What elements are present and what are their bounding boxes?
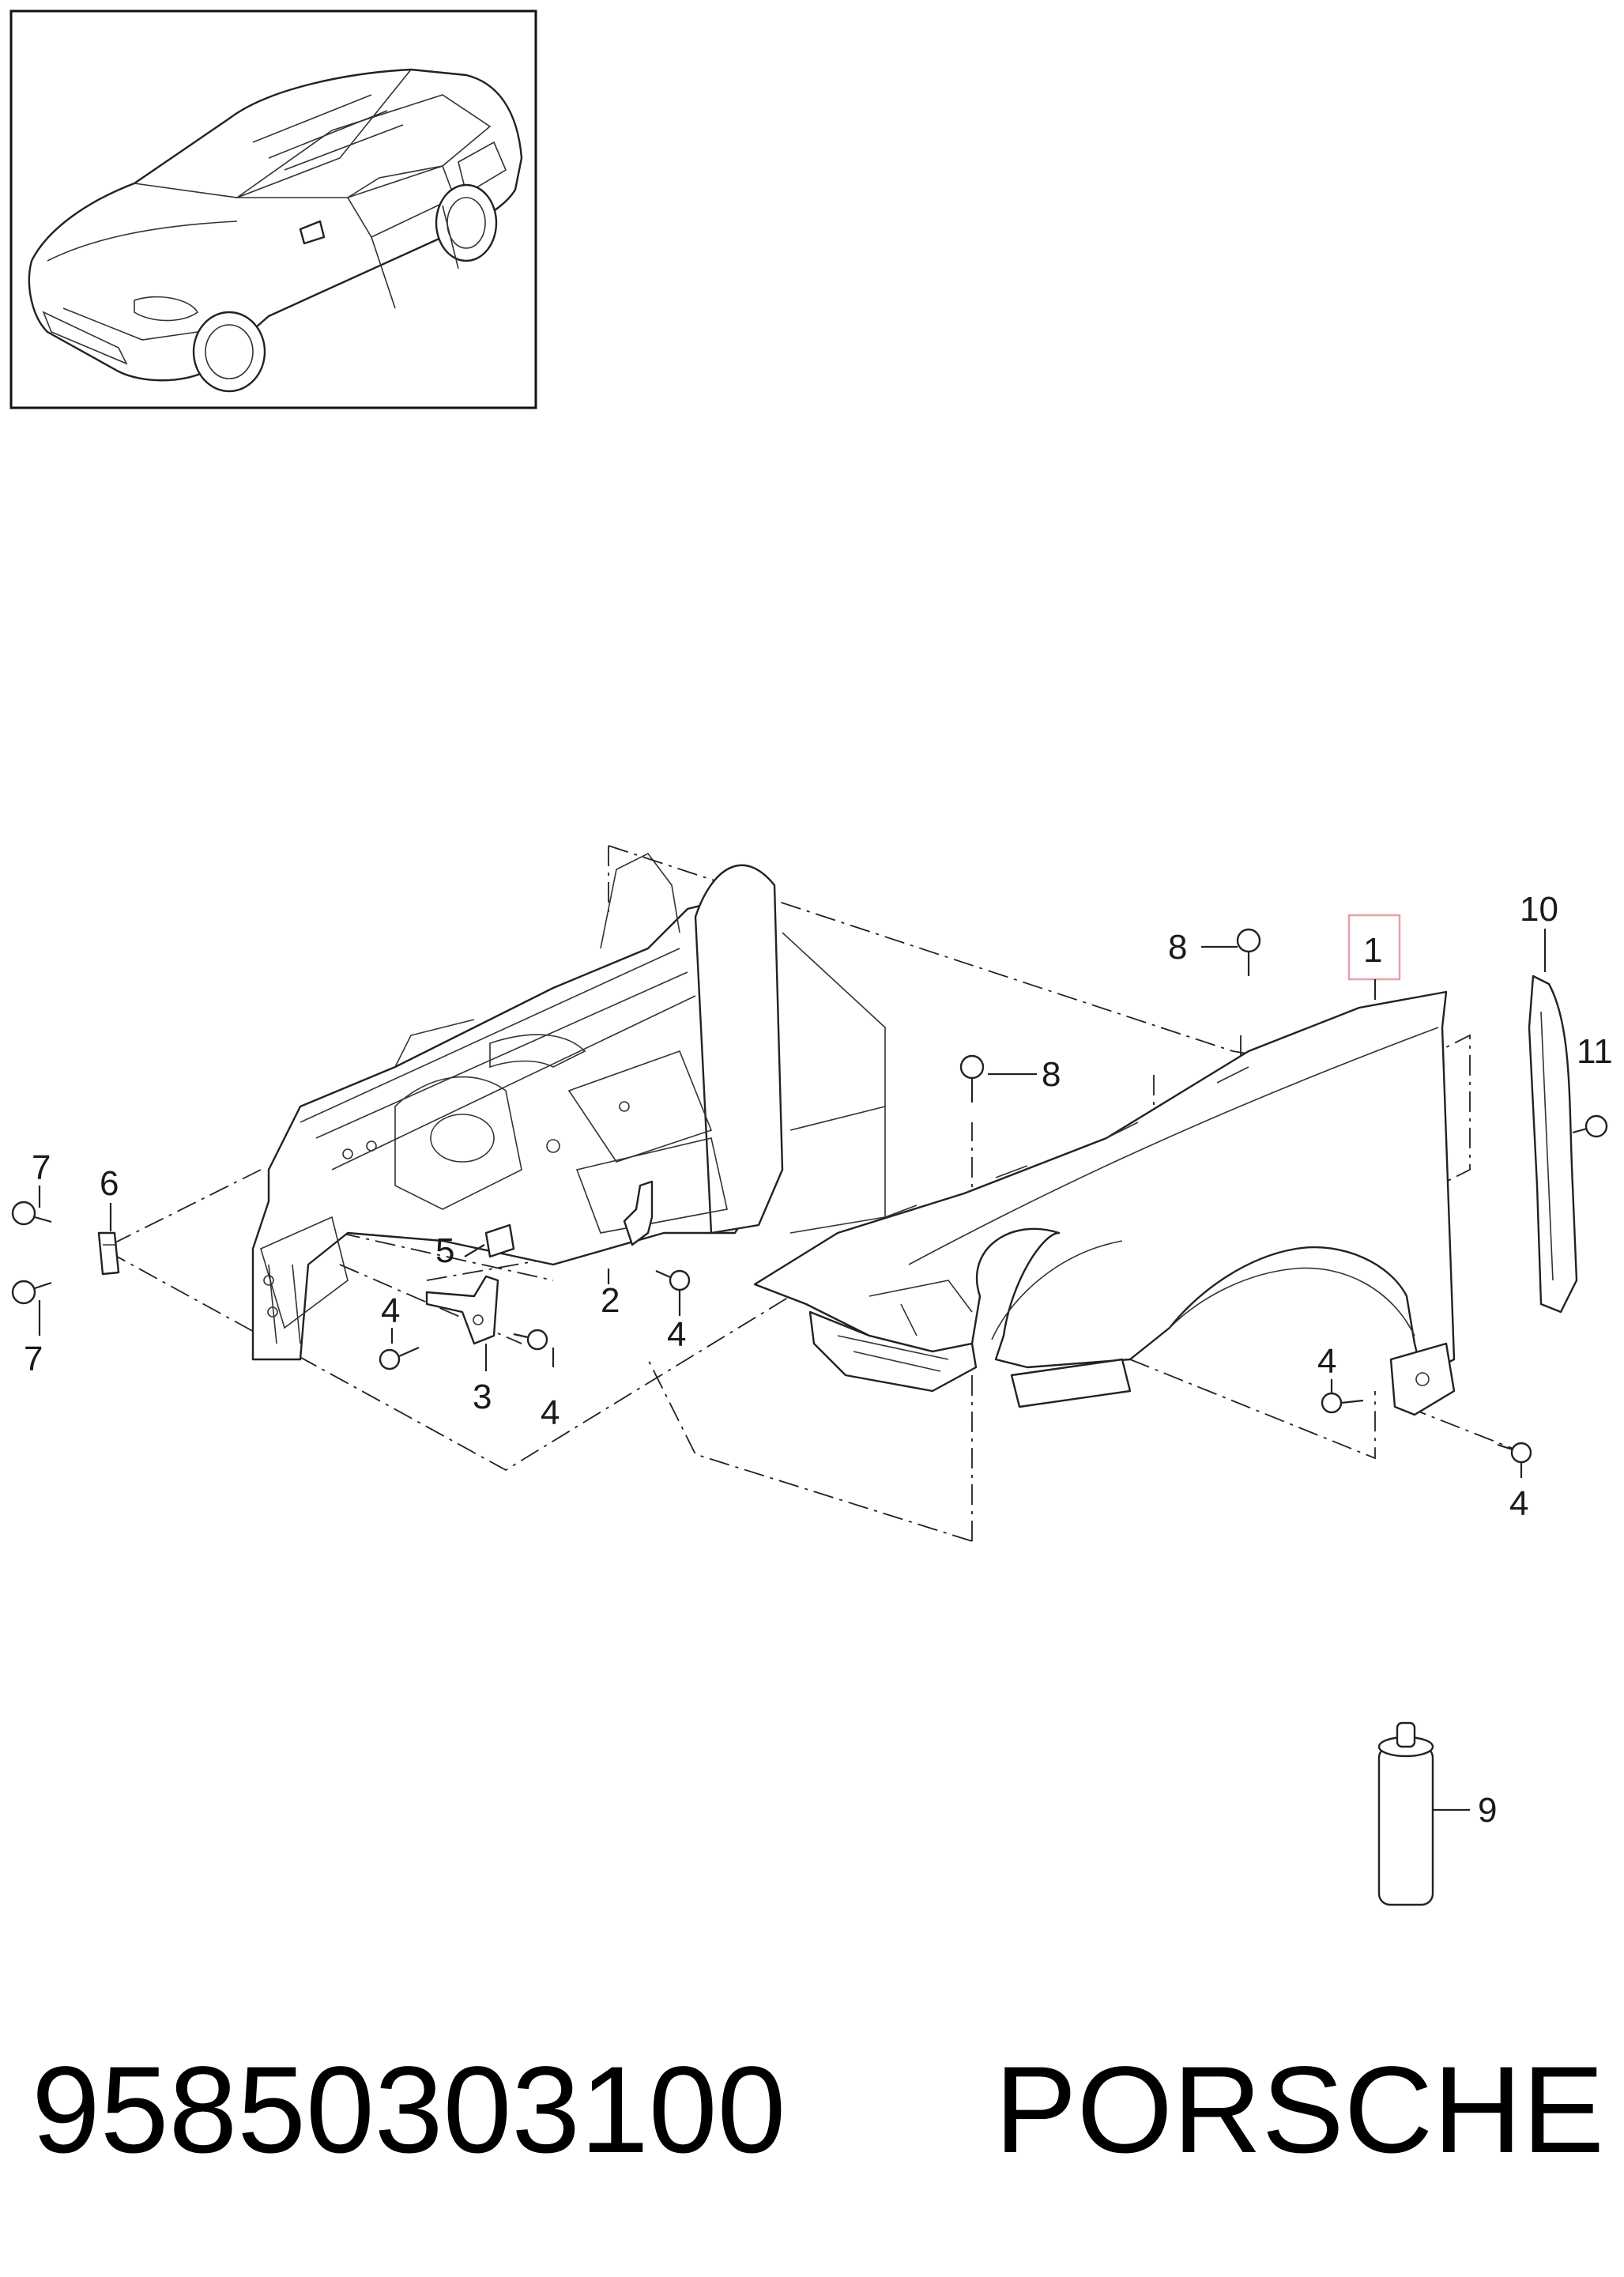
screw-4-bracket2 xyxy=(655,1269,691,1291)
callout-7-lower: 7 xyxy=(24,1340,43,1378)
callout-2: 2 xyxy=(601,1281,620,1320)
callout-8-mid: 8 xyxy=(1042,1055,1061,1094)
callout-4-left: 4 xyxy=(381,1291,400,1330)
screw-7-upper xyxy=(11,1201,52,1226)
seal-strip-part-10 xyxy=(1528,929,1578,1314)
callout-6: 6 xyxy=(100,1164,119,1203)
screw-4-fender-right xyxy=(1497,1442,1532,1464)
sealant-cartridge-part-9 xyxy=(1377,1721,1470,1906)
callout-leaders xyxy=(38,945,1523,1478)
screw-4-fender-lower xyxy=(1321,1392,1364,1414)
callout-4-bracket2: 4 xyxy=(667,1315,686,1354)
callout-3: 3 xyxy=(473,1378,492,1416)
brand-name: PORSCHE xyxy=(994,2041,1604,2179)
callout-labels: 1 10 11 8 8 7 7 6 5 2 3 4 4 4 4 4 9 xyxy=(24,890,1613,1830)
callout-4-center: 4 xyxy=(541,1393,560,1432)
screw-7-lower xyxy=(11,1280,52,1305)
screw-4-center xyxy=(513,1329,548,1351)
fender-part-1 xyxy=(753,990,1456,1416)
screw-8-top xyxy=(1236,928,1261,976)
callout-5: 5 xyxy=(435,1231,454,1270)
callout-8-top: 8 xyxy=(1168,928,1187,967)
callout-4-fender-lower: 4 xyxy=(1317,1342,1336,1381)
body-structure xyxy=(251,852,886,1361)
bracket-part-2 xyxy=(623,1180,654,1246)
assembly-lines xyxy=(101,845,1518,1542)
callout-7-upper: 7 xyxy=(32,1148,51,1187)
screw-4-left xyxy=(379,1346,420,1370)
vehicle-illustration xyxy=(28,68,523,393)
part-number: 95850303100 xyxy=(32,2041,786,2179)
callout-10: 10 xyxy=(1520,890,1558,929)
vehicle-overview-inset xyxy=(9,9,537,409)
callout-1: 1 xyxy=(1363,931,1382,970)
callout-4-fender-right: 4 xyxy=(1509,1484,1528,1523)
callout-11: 11 xyxy=(1577,1032,1613,1071)
screw-8-mid xyxy=(959,1054,985,1103)
bracket-part-6 xyxy=(97,1231,120,1276)
bracket-part-3 xyxy=(425,1275,499,1345)
bracket-part-5 xyxy=(484,1223,515,1258)
screw-11 xyxy=(1572,1114,1608,1138)
callout-9: 9 xyxy=(1478,1791,1497,1830)
footer-caption: 95850303100 PORSCHE xyxy=(32,2047,1604,2173)
